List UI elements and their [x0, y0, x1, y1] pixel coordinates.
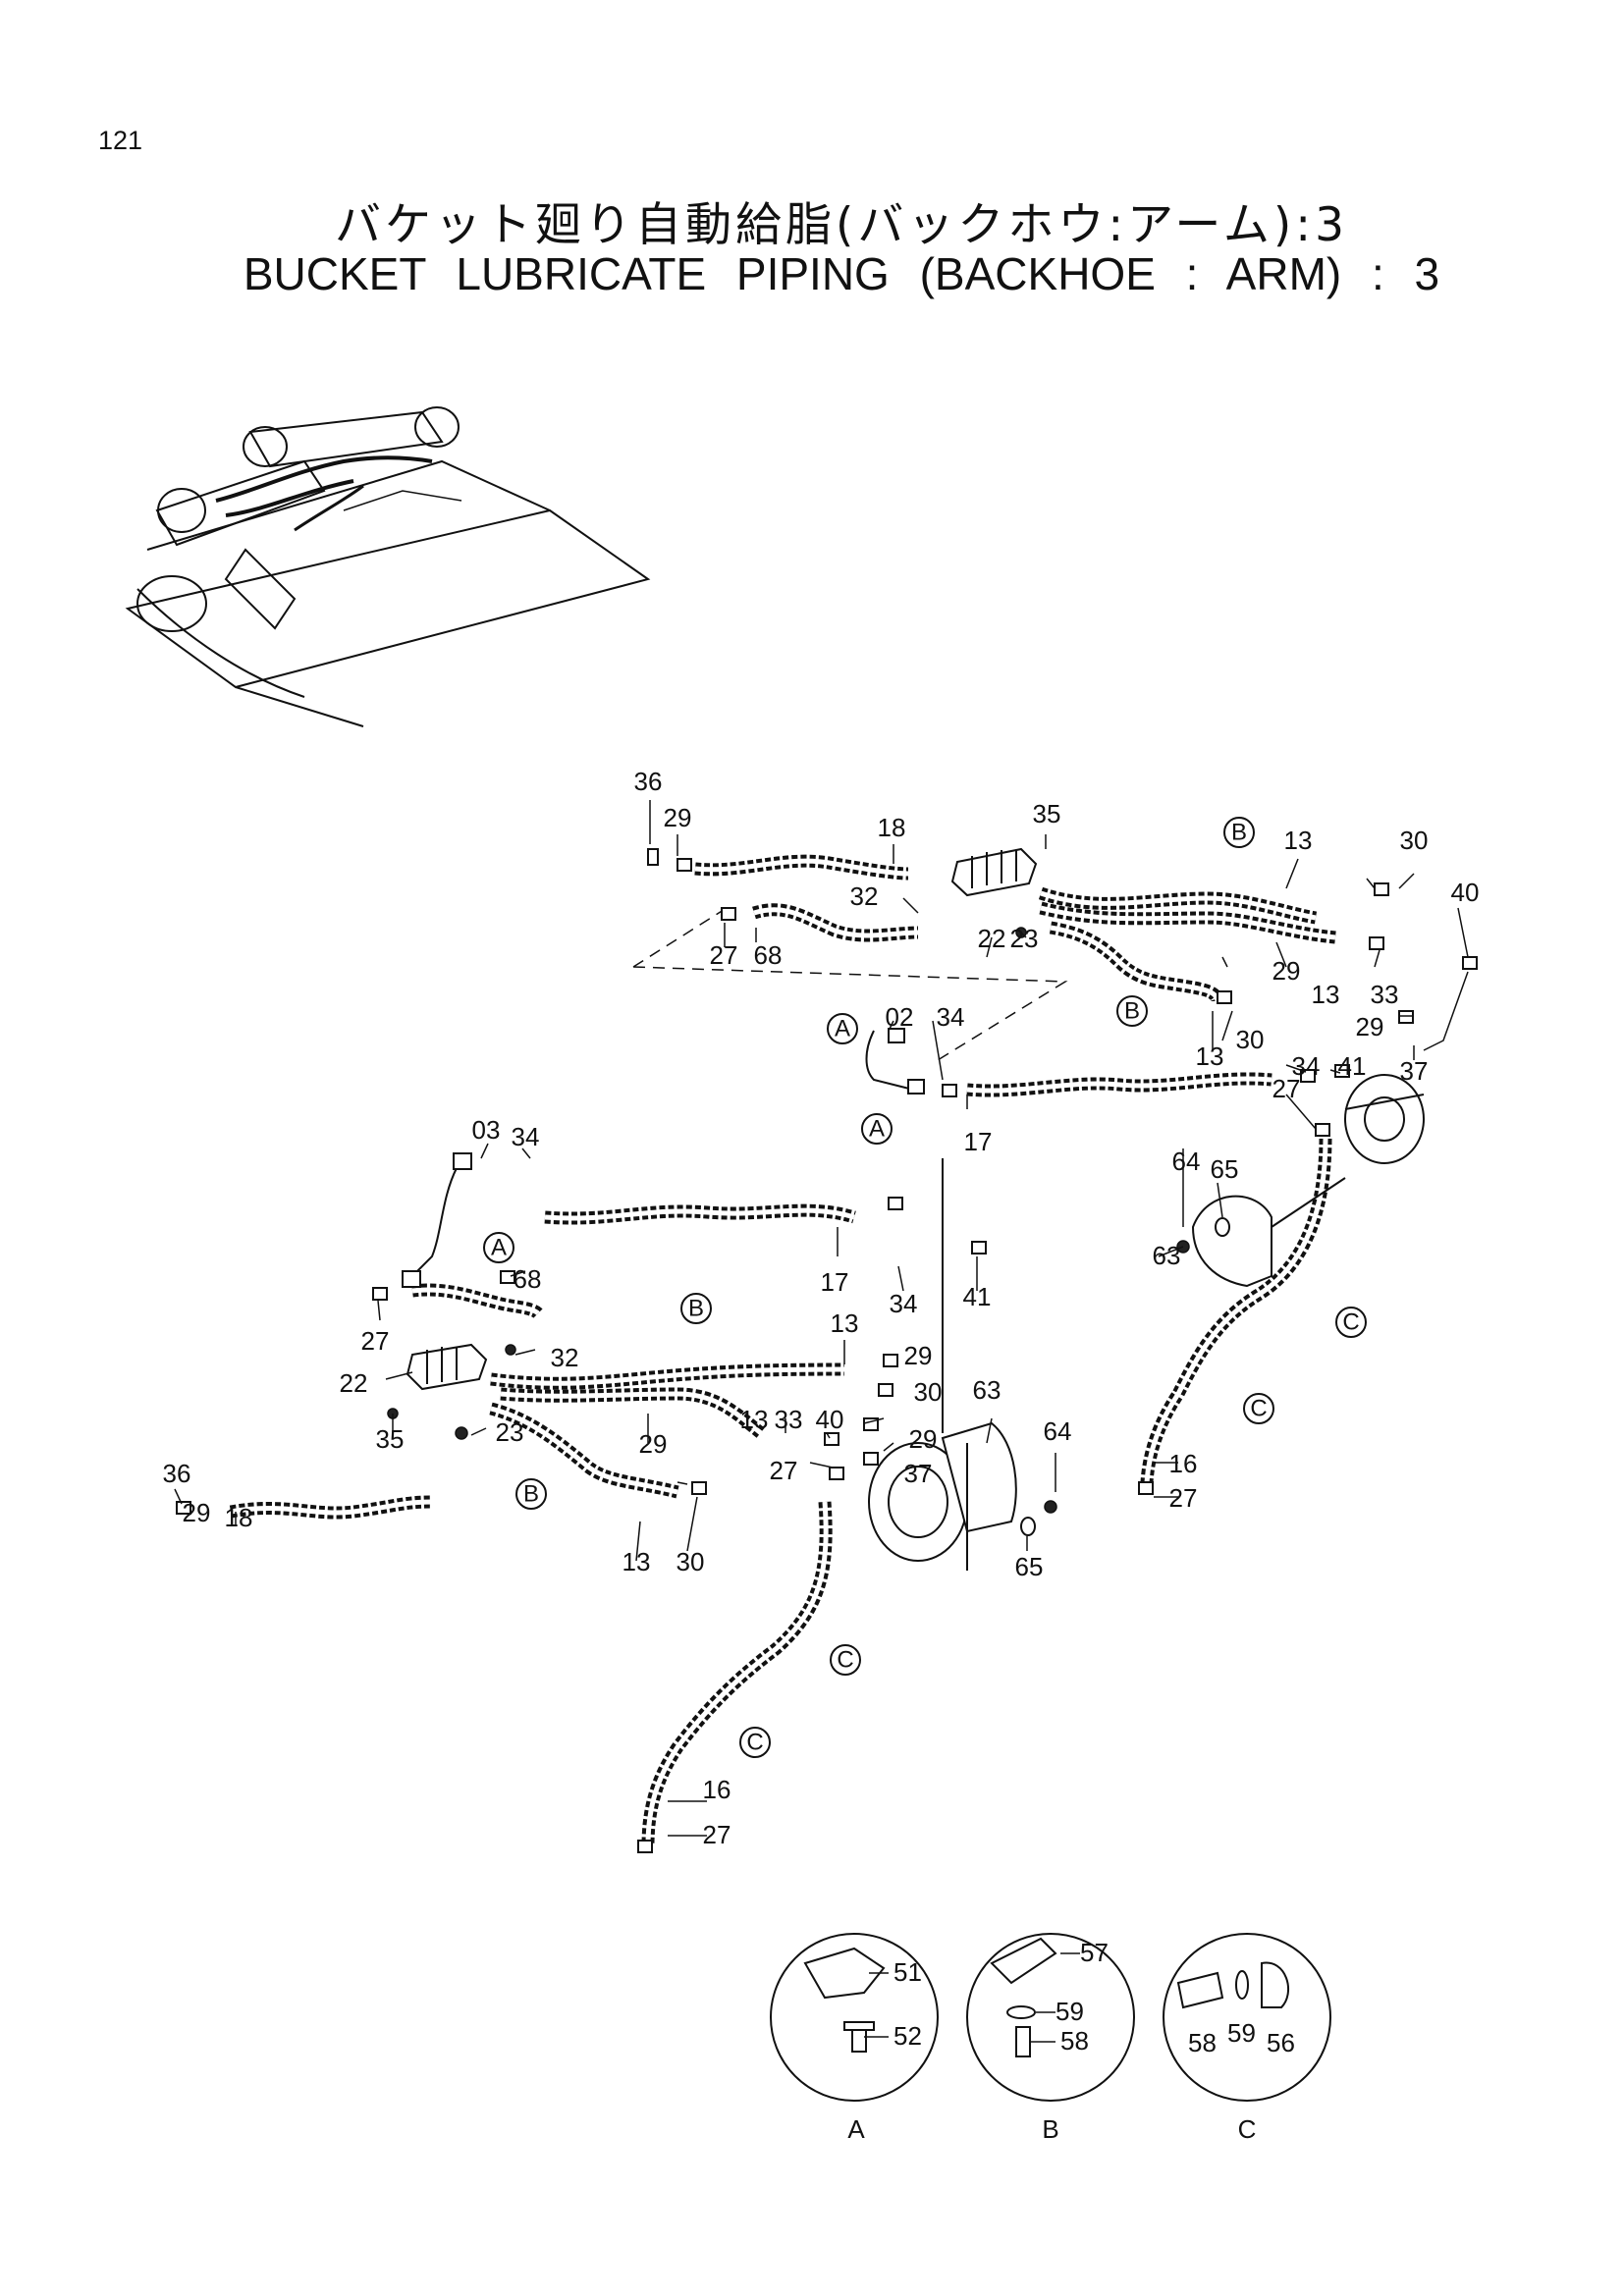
svg-text:B: B	[1124, 998, 1140, 1025]
part-number-label: 17	[964, 1127, 993, 1156]
detail-views: 51 52 A 57 59 58 B 58 59 56 C	[770, 1933, 1331, 2144]
part-number-label: 29	[183, 1498, 211, 1527]
part-number-label: 27	[703, 1820, 731, 1849]
part-number-label: 29	[1272, 956, 1301, 986]
part-number-label: 23	[496, 1417, 524, 1447]
part-number-label: 68	[754, 940, 783, 970]
part-number-label: 13	[740, 1405, 769, 1434]
page-title-japanese: バケット廻り自動給脂(バックホウ:アーム):3	[334, 198, 1348, 252]
svg-text:A: A	[869, 1116, 885, 1143]
part-number-label: 27	[710, 940, 738, 970]
part-number-label: 23	[1010, 924, 1039, 953]
detail-B-part-57: 57	[1080, 1938, 1109, 1967]
part-number-label: 33	[1371, 980, 1399, 1009]
detail-B-part-58: 58	[1060, 2026, 1089, 2056]
part-number-label: 34	[937, 1002, 965, 1032]
part-number-label: 40	[816, 1405, 844, 1434]
part-number-label: 18	[225, 1503, 253, 1532]
part-number-label: 35	[1033, 799, 1061, 828]
part-number-label: 27	[361, 1326, 390, 1356]
part-number-label: 29	[639, 1429, 668, 1459]
svg-text:C: C	[1250, 1396, 1267, 1422]
svg-text:B: B	[688, 1296, 704, 1322]
part-number-label: 29	[1356, 1012, 1384, 1041]
svg-text:C: C	[1342, 1309, 1359, 1336]
part-number-label: 41	[1338, 1051, 1367, 1081]
leader-lines	[174, 800, 1469, 1837]
arm-overview-sketch	[125, 406, 651, 727]
svg-text:A: A	[835, 1016, 850, 1042]
lower-assembly	[176, 1152, 1154, 1853]
detail-B-id: B	[1042, 2114, 1058, 2144]
svg-text:C: C	[837, 1647, 853, 1674]
part-number-label: 13	[1312, 980, 1340, 1009]
svg-text:A: A	[491, 1235, 507, 1261]
svg-text:B: B	[1231, 820, 1247, 846]
part-number-label: 63	[973, 1375, 1001, 1405]
part-number-label: 30	[914, 1377, 943, 1407]
part-number-label: 41	[963, 1282, 992, 1311]
part-number-label: 30	[1236, 1025, 1265, 1054]
part-number-label: 29	[904, 1341, 933, 1370]
part-number-label: 34	[1292, 1051, 1321, 1081]
part-number-label: 30	[1400, 826, 1429, 855]
part-number-label: 64	[1044, 1416, 1072, 1446]
part-number-label: 29	[664, 803, 692, 832]
part-number-label: 36	[163, 1459, 191, 1488]
part-number-label: 34	[512, 1122, 540, 1151]
part-number-label: 16	[703, 1775, 731, 1804]
part-number-label: 13	[831, 1308, 859, 1338]
part-number-label: 02	[886, 1002, 914, 1032]
part-number-label: 68	[514, 1264, 542, 1294]
part-number-label: 22	[340, 1368, 368, 1398]
detail-A-part-52: 52	[893, 2021, 922, 2051]
part-number-label: 37	[1400, 1056, 1429, 1086]
svg-text:B: B	[523, 1481, 539, 1508]
part-number-label: 16	[1169, 1449, 1198, 1478]
part-number-label: 13	[1196, 1041, 1224, 1071]
part-number-label: 32	[551, 1343, 579, 1372]
part-number-label: 64	[1172, 1147, 1201, 1176]
part-number-label: 35	[376, 1424, 405, 1454]
part-number-label: 13	[1284, 826, 1313, 855]
detail-C-id: C	[1238, 2114, 1257, 2144]
part-number-label: 03	[472, 1115, 501, 1145]
part-number-label: 34	[890, 1289, 918, 1318]
page-title-english: BUCKET LUBRICATE PIPING (BACKHOE : ARM) …	[243, 248, 1440, 299]
callouts: B B A A C C A B B C C	[483, 817, 1367, 1758]
detail-C-part-59: 59	[1227, 2018, 1256, 2048]
part-number-label: 30	[677, 1547, 705, 1576]
part-number-label: 33	[775, 1405, 803, 1434]
detail-B-part-59: 59	[1056, 1997, 1084, 2026]
page-number: 121	[98, 126, 143, 155]
part-number-label: 32	[850, 881, 879, 911]
part-number-label: 27	[1272, 1074, 1301, 1103]
part-number-label: 65	[1015, 1552, 1044, 1581]
upper-assembly	[632, 847, 1478, 1483]
part-number-label: 22	[978, 924, 1006, 953]
detail-A-part-51: 51	[893, 1957, 922, 1987]
part-number-label: 36	[634, 767, 663, 796]
part-number-label: 40	[1451, 878, 1480, 907]
svg-text:C: C	[746, 1730, 763, 1756]
detail-C-part-56: 56	[1267, 2028, 1295, 2057]
part-number-label: 18	[878, 813, 906, 842]
part-number-label: 27	[1169, 1483, 1198, 1513]
part-number-label: 27	[770, 1456, 798, 1485]
part-number-label: 13	[623, 1547, 651, 1576]
part-number-label: 17	[821, 1267, 849, 1297]
detail-C-part-58: 58	[1188, 2028, 1217, 2057]
part-number-label: 65	[1211, 1154, 1239, 1184]
part-number-label: 37	[904, 1459, 933, 1488]
detail-A-id: A	[847, 2114, 865, 2144]
part-number-label: 63	[1153, 1241, 1181, 1270]
part-number-label: 29	[909, 1424, 938, 1454]
